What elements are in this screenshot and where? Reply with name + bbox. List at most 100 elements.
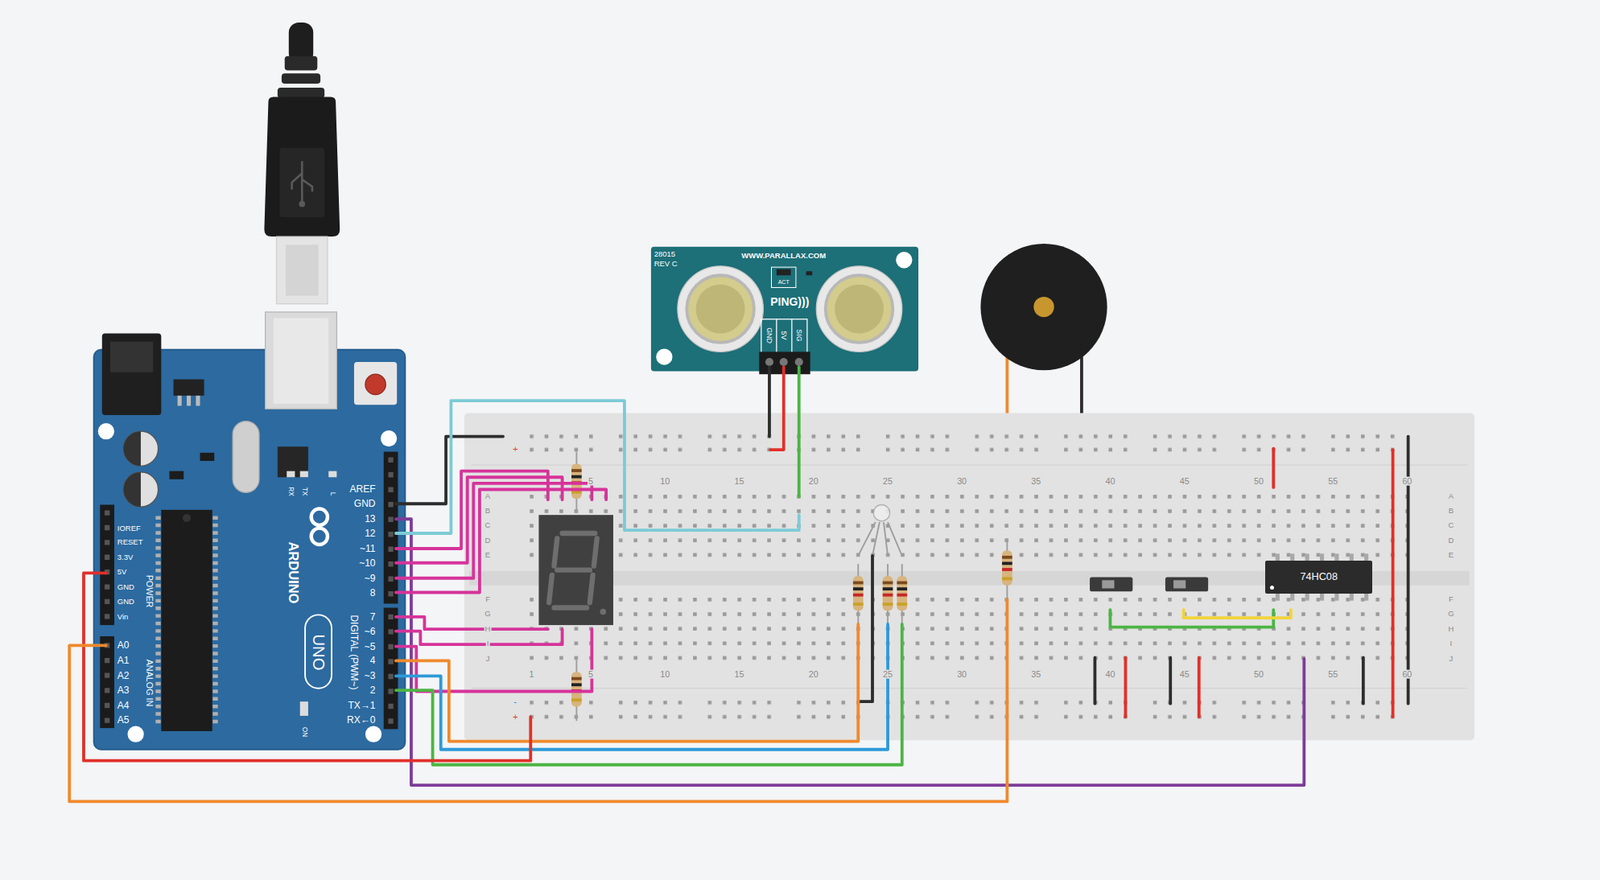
- wire: [770, 367, 784, 450]
- chip-pins: [1319, 593, 1324, 602]
- row-letter: D: [1447, 536, 1455, 545]
- chip-pins: [1290, 553, 1295, 562]
- arduino-board-drawing: [123, 431, 141, 466]
- chip-pins: [1319, 553, 1324, 562]
- model-name: UNO: [309, 635, 326, 672]
- row-letter: D: [484, 536, 492, 545]
- slide-switches: [1165, 577, 1209, 593]
- column-number: 40: [1105, 477, 1117, 487]
- arduino-board-drawing: [104, 643, 110, 726]
- row-letter: H: [1447, 625, 1455, 634]
- column-number: 35: [1030, 670, 1042, 680]
- pin-label: GND: [117, 583, 135, 592]
- arduino-board-drawing: [155, 515, 161, 726]
- ping-sensor-drawing: [651, 247, 919, 375]
- pin-label: ~6: [364, 626, 376, 637]
- row-letter: E: [484, 551, 491, 560]
- pin-label: 5V: [117, 568, 128, 577]
- usb-cable: [276, 236, 328, 305]
- breadboard-drawing: [523, 428, 1415, 457]
- arduino-board-drawing: [186, 395, 191, 407]
- arduino-board-drawing: [380, 430, 397, 447]
- arduino-board-drawing: [311, 509, 328, 526]
- jumper-wires: [1183, 610, 1291, 619]
- seven-segment-display: [538, 515, 614, 626]
- resistors: [882, 564, 894, 626]
- jumper-wires: [1391, 449, 1395, 718]
- arduino-board-drawing: [265, 312, 338, 409]
- arduino-board-drawing: [123, 431, 158, 466]
- jumper-wires: [1271, 449, 1275, 488]
- wire: [767, 367, 772, 437]
- wire: [395, 624, 903, 766]
- brand-name: ARDUINO: [287, 542, 301, 605]
- resistors: [1002, 538, 1013, 600]
- wire: [395, 624, 858, 743]
- chip-pins: [1349, 593, 1354, 602]
- jumper-wires: [1093, 658, 1097, 705]
- seven-segment-display: [548, 533, 598, 609]
- column-number: 60: [1401, 670, 1413, 680]
- breadboard-drawing: [523, 489, 1415, 563]
- pin-label: ~11: [359, 544, 376, 554]
- arduino-board-drawing: [286, 471, 295, 479]
- arduino-board-drawing: [354, 362, 397, 405]
- arduino-board-drawing: [328, 471, 337, 479]
- wire: [797, 367, 801, 497]
- arduino-board-drawing: [102, 334, 162, 416]
- breadboard-drawing: [471, 464, 1468, 466]
- column-number: 20: [808, 670, 820, 680]
- seven-segment-display: [538, 515, 614, 626]
- column-number: 40: [1105, 670, 1117, 680]
- header-label: ANALOG IN: [145, 659, 155, 708]
- breadboard-drawing: [523, 694, 1415, 723]
- pin-label: 8: [370, 587, 376, 598]
- breadboard-drawing: [471, 688, 1468, 689]
- arduino-board-drawing: [365, 726, 382, 743]
- ping-sensor-drawing: [806, 271, 813, 276]
- led-label: ON: [301, 727, 308, 738]
- ping-sensor-drawing: [761, 319, 808, 354]
- sensor-name: PING))): [770, 297, 809, 310]
- row-letter: C: [484, 521, 492, 530]
- column-number: 10: [659, 670, 671, 680]
- column-number: 45: [1179, 670, 1191, 680]
- ping-sensor-drawing: [816, 266, 903, 352]
- pin-label: A2: [117, 671, 130, 681]
- column-number: 55: [1327, 477, 1339, 487]
- chip-pins: [1275, 553, 1369, 601]
- arduino-board-drawing: [300, 471, 309, 479]
- wire: [395, 483, 592, 579]
- rail-sign: +: [511, 713, 520, 723]
- wire: [395, 617, 549, 630]
- arduino-board-drawing: [383, 608, 399, 730]
- arduino-board-drawing: [365, 374, 386, 395]
- usb-cable: [298, 201, 306, 208]
- chip-pins: [1334, 553, 1339, 562]
- chip-pins: [1305, 593, 1310, 602]
- chip-pins: [1334, 593, 1339, 602]
- row-letter: I: [1449, 639, 1454, 648]
- chip-pins: [1364, 553, 1369, 562]
- pin-label: GND: [766, 327, 774, 344]
- usb-cable: [281, 73, 321, 84]
- arduino-board-drawing: [200, 453, 215, 462]
- slide-switches: [1101, 580, 1114, 589]
- chip-pins: [1364, 593, 1369, 602]
- arduino-board: AREFGND1312~11~10~987~6~54~32TX→1RX←0DIG…: [94, 350, 406, 751]
- ping-sensor-drawing: [765, 358, 774, 367]
- arduino-board-drawing: [173, 379, 205, 396]
- arduino-board-drawing: [387, 457, 393, 603]
- arduino-board-drawing: [99, 636, 115, 729]
- wire: [395, 629, 563, 645]
- pin-label: ~9: [364, 573, 376, 584]
- pin-label: A5: [117, 715, 130, 726]
- led-label: L: [329, 491, 336, 496]
- row-letter: A: [1447, 493, 1455, 502]
- pin-label: 3.3V: [117, 554, 134, 563]
- pin-label: A1: [117, 655, 130, 666]
- arduino-board-drawing: [383, 452, 399, 605]
- column-number: 30: [956, 477, 968, 487]
- pin-label: RESET: [117, 539, 144, 548]
- arduino-board-drawing: [182, 514, 191, 523]
